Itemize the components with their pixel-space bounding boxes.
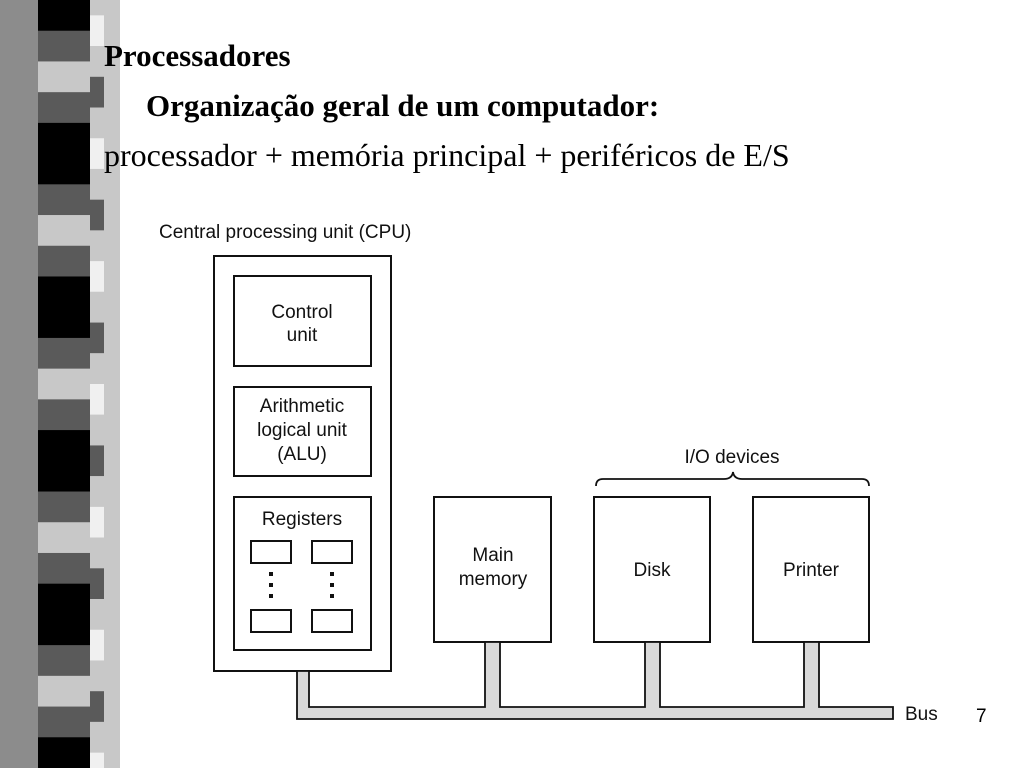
control-unit-box bbox=[233, 275, 372, 367]
io-devices-label: I/O devices bbox=[684, 447, 779, 468]
alu-label-line2: logical unit bbox=[257, 420, 347, 441]
control-unit-label-line2: unit bbox=[287, 325, 318, 346]
alu-label-line3: (ALU) bbox=[277, 444, 327, 465]
register-cell bbox=[311, 540, 353, 564]
registers-label: Registers bbox=[262, 509, 342, 530]
slide-title: Processadores bbox=[104, 38, 291, 73]
cpu-label: Central processing unit (CPU) bbox=[159, 222, 411, 243]
printer-box bbox=[752, 496, 870, 643]
page-number: 7 bbox=[976, 706, 987, 727]
slide-subtitle: Organização geral de um computador: bbox=[146, 88, 660, 123]
disk-box bbox=[593, 496, 711, 643]
slide-description: processador + memória principal + perifé… bbox=[104, 137, 790, 173]
system-bus bbox=[296, 641, 894, 720]
alu-box bbox=[233, 386, 372, 477]
main-memory-label-line1: Main bbox=[472, 545, 513, 566]
io-devices-brace bbox=[595, 471, 870, 487]
alu-label-line1: Arithmetic bbox=[260, 396, 344, 417]
disk-label: Disk bbox=[634, 560, 671, 581]
register-cell bbox=[250, 609, 292, 633]
main-memory-box bbox=[433, 496, 552, 643]
main-memory-label-line2: memory bbox=[459, 569, 528, 590]
bus-label: Bus bbox=[905, 704, 938, 725]
register-ellipsis bbox=[269, 572, 334, 598]
control-unit-label-line1: Control bbox=[271, 302, 332, 323]
register-cell bbox=[311, 609, 353, 633]
decorative-stripe bbox=[0, 0, 120, 768]
register-cell bbox=[250, 540, 292, 564]
printer-label: Printer bbox=[783, 560, 840, 581]
